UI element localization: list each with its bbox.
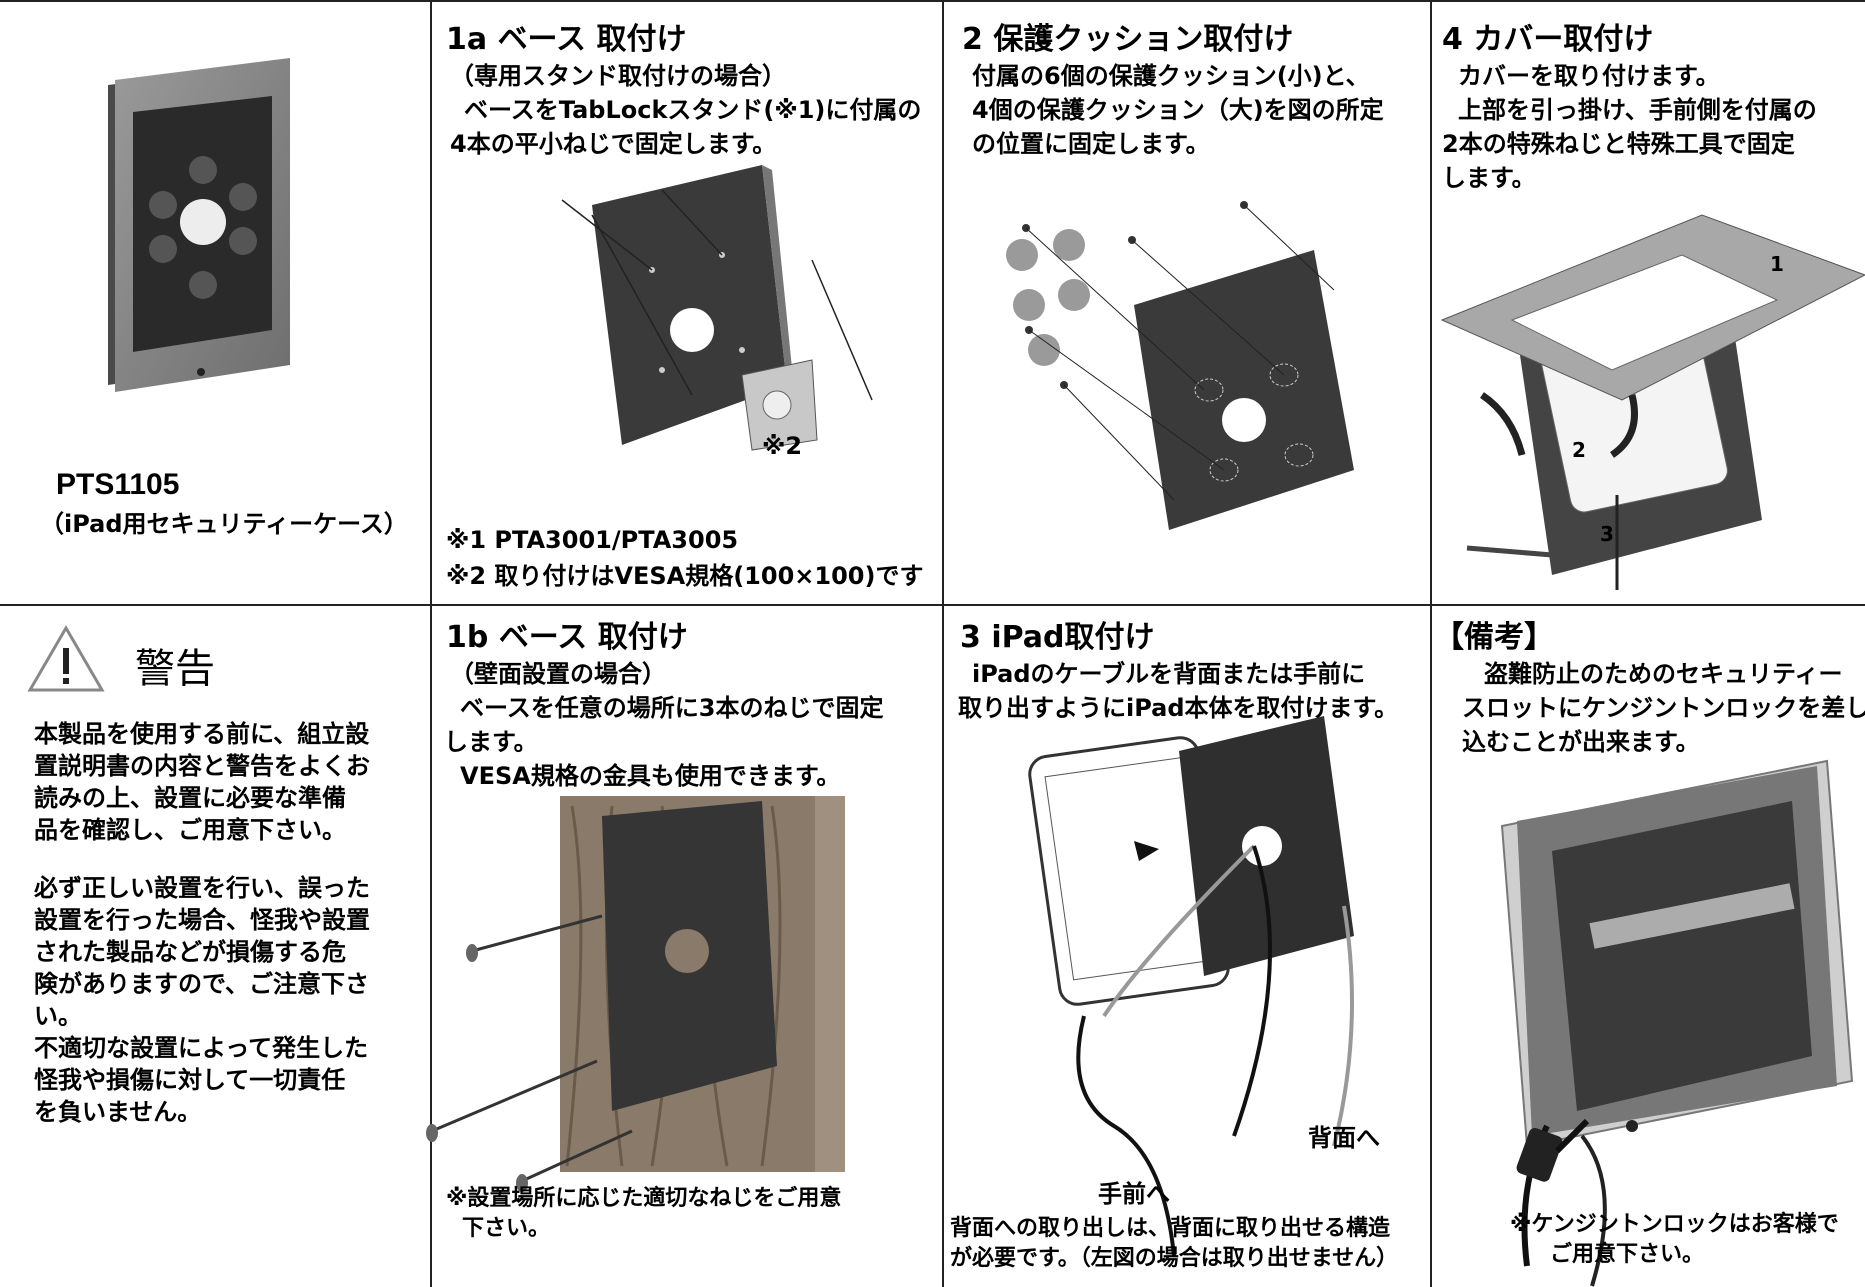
warning-p1-line-3: 読みの上、設置に必要な準備	[34, 784, 346, 812]
step-4-marker-1: 1	[1770, 252, 1784, 276]
step-2-title: 2 保護クッション取付け	[962, 22, 1294, 57]
warning-p1-line-2: 置説明書の内容と警告をよくお	[34, 752, 370, 780]
step-1a-line-1: （専用スタンド取付けの場合）	[450, 62, 786, 90]
remarks-line-2: スロットにケンジントンロックを差し	[1462, 694, 1865, 722]
step-1b-line-1: （壁面設置の場合）	[450, 660, 666, 688]
step-1b-line-3: します。	[444, 728, 538, 756]
step-1b-cell: 1b ベース 取付け （壁面設置の場合） ベースを任意の場所に3本のねじで固定 …	[426, 606, 942, 1287]
kensington-lock-illustration	[1500, 759, 1854, 1287]
warning-p1-line-4: 品を確認し、ご用意下さい。	[34, 816, 346, 844]
step-4-marker-3: 3	[1600, 522, 1614, 546]
step-4-line-2: 上部を引っ掛け、手前側を付属の	[1458, 96, 1817, 124]
product-model: PTS1105	[56, 468, 180, 501]
step-4-line-1: カバーを取り付けます。	[1458, 62, 1720, 90]
warning-p2-line-4: 険がありますので、ご注意下さ	[34, 970, 370, 998]
step-4-title: 4 カバー取付け	[1442, 22, 1654, 57]
step-3-cell: 3 iPad取付け iPadのケーブルを背面または手前に 取り出すようにiPad…	[944, 606, 1430, 1287]
base-plate-stand-illustration	[561, 165, 873, 451]
remarks-title: 【備考】	[1434, 620, 1554, 655]
warning-cell: 警告 本製品を使用する前に、組立設 置説明書の内容と警告をよくお 読みの上、設置…	[0, 606, 430, 1287]
warning-icon	[27, 625, 105, 692]
step-3-label-back: 背面へ	[1308, 1124, 1380, 1152]
grid-horizontal-divider	[0, 604, 1865, 606]
step-1b-note-2: 下さい。	[462, 1216, 551, 1241]
product-subtitle: （iPad用セキュリティーケース）	[40, 510, 408, 538]
cushion-placement-illustration	[1006, 201, 1354, 530]
grid-top-border	[0, 0, 1865, 2]
step-3-note-2: が必要です。（左図の場合は取り出せません）	[950, 1246, 1399, 1271]
step-4-line-3: 2本の特殊ねじと特殊工具で固定	[1442, 130, 1795, 158]
step-2-line-1: 付属の6個の保護クッション(小)と、	[972, 62, 1370, 90]
step-4-marker-2: 2	[1572, 438, 1586, 462]
step-1a-cell: 1a ベース 取付け （専用スタンド取付けの場合） ベースをTabLockスタン…	[432, 0, 942, 604]
warning-p2-line-7: 怪我や損傷に対して一切責任	[34, 1066, 346, 1094]
ipad-install-illustration	[1028, 716, 1354, 1257]
step-3-label-front: 手前へ	[1098, 1180, 1170, 1208]
warning-title: 警告	[135, 646, 215, 692]
warning-p2-line-6: 不適切な設置によって発生した	[34, 1034, 369, 1062]
product-cell: PTS1105 （iPad用セキュリティーケース）	[0, 0, 430, 604]
step-1a-line-2: ベースをTabLockスタンド(※1)に付属の	[464, 96, 922, 124]
warning-p2-line-2: 設置を行った場合、怪我や設置	[34, 906, 370, 934]
step-3-title: 3 iPad取付け	[960, 620, 1155, 655]
step-3-line-2: 取り出すようにiPad本体を取付けます。	[958, 694, 1399, 722]
step-1b-line-4: VESA規格の金具も使用できます。	[460, 762, 841, 790]
step-1a-title: 1a ベース 取付け	[446, 22, 687, 57]
step-3-line-1: iPadのケーブルを背面または手前に	[972, 660, 1366, 688]
warning-p2-line-1: 必ず正しい設置を行い、誤った	[34, 874, 370, 902]
step-3-note-1: 背面への取り出しは、背面に取り出せる構造	[950, 1216, 1391, 1241]
step-2-line-3: の位置に固定します。	[972, 130, 1210, 158]
step-1a-line-3: 4本の平小ねじで固定します。	[450, 130, 777, 158]
cover-attach-illustration	[1440, 214, 1865, 590]
step-1b-title: 1b ベース 取付け	[446, 620, 688, 655]
step-2-line-2: 4個の保護クッション（大)を図の所定	[972, 96, 1384, 124]
step-1a-callout: ※2	[762, 432, 803, 460]
grid-vertical-divider-1	[430, 0, 432, 1287]
grid-vertical-divider-2	[942, 0, 944, 1287]
step-4-line-4: します。	[1442, 164, 1536, 192]
remarks-note-1: ※ケンジントンロックはお客様で	[1510, 1212, 1839, 1237]
warning-p2-line-8: を負いません。	[34, 1098, 202, 1126]
wall-mount-illustration	[426, 796, 845, 1192]
warning-p2-line-5: い。	[34, 1002, 82, 1030]
step-4-cell: 4 カバー取付け カバーを取り付けます。 上部を引っ掛け、手前側を付属の 2本の…	[1432, 0, 1865, 604]
step-1a-note-1: ※1 PTA3001/PTA3005	[446, 526, 739, 554]
ipad-case-illustration	[108, 58, 290, 392]
step-1b-note-1: ※設置場所に応じた適切なねじをご用意	[446, 1186, 842, 1211]
grid-vertical-divider-3	[1430, 0, 1432, 1287]
remarks-line-1: 盗難防止のためのセキュリティー	[1484, 660, 1843, 688]
step-1b-line-2: ベースを任意の場所に3本のねじで固定	[460, 694, 884, 722]
remarks-line-3: 込むことが出来ます。	[1462, 728, 1700, 756]
remarks-note-2: ご用意下さい。	[1550, 1242, 1705, 1267]
remarks-cell: 【備考】 盗難防止のためのセキュリティー スロットにケンジントンロックを差し 込…	[1432, 606, 1865, 1287]
step-2-cell: 2 保護クッション取付け 付属の6個の保護クッション(小)と、 4個の保護クッシ…	[944, 0, 1430, 604]
warning-p1-line-1: 本製品を使用する前に、組立設	[34, 720, 370, 748]
step-1a-note-2: ※2 取り付けはVESA規格(100×100)です	[446, 562, 924, 590]
warning-p2-line-3: された製品などが損傷する危	[34, 938, 346, 966]
